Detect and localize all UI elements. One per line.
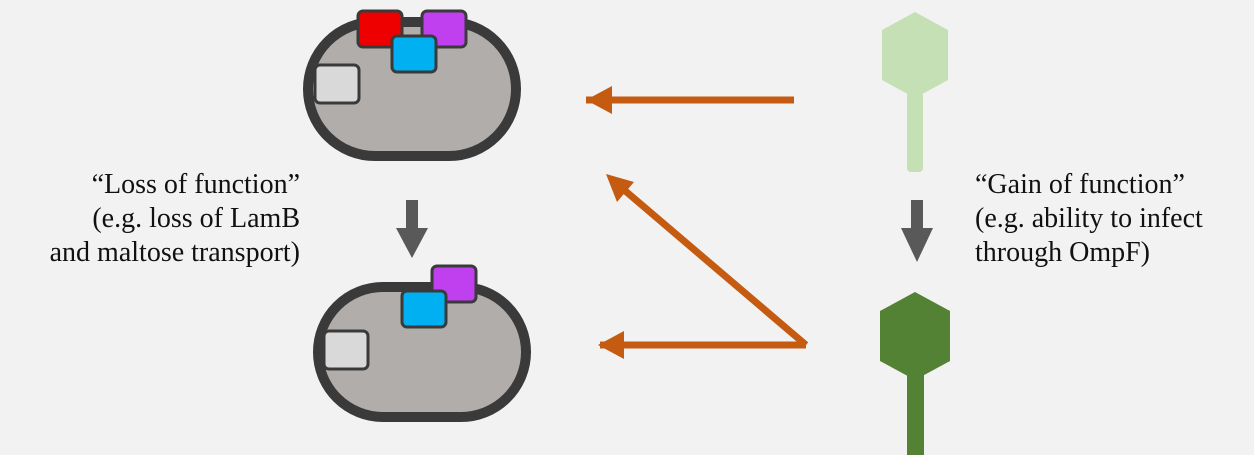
evolved-cell-body: [313, 282, 531, 422]
ancestral-receptor-gray: [313, 63, 361, 105]
loss-label-line3: and maltose transport): [49, 237, 300, 268]
ancestral-phage-tail: [907, 92, 923, 172]
ancestral-cell-icon: [303, 9, 521, 161]
evolved-phage-to-ancestral-cell-arrow: [613, 180, 809, 348]
gain-label-line1: “Gain of function”: [975, 169, 1185, 200]
evolved-phage-icon: [880, 292, 950, 455]
interaction-arrows: [586, 86, 809, 359]
phage-transition-arrow-icon: [901, 200, 933, 262]
evolved-receptor-blue: [400, 289, 448, 329]
loss-of-function-label: “Loss of function” (e.g. loss of LamB an…: [10, 168, 300, 270]
gain-label-line3: through OmpF): [975, 237, 1150, 268]
gain-label-line2: (e.g. ability to infect: [975, 203, 1203, 234]
gain-of-function-label: “Gain of function” (e.g. ability to infe…: [975, 168, 1245, 270]
loss-label-line1: “Loss of function”: [91, 169, 300, 200]
ancestral-cell-body: [303, 17, 521, 161]
evolved-receptor-gray: [322, 329, 370, 371]
cell-transition-arrow-icon: [396, 200, 428, 258]
loss-label-line2: (e.g. loss of LamB: [92, 203, 300, 234]
ancestral-receptor-blue: [390, 34, 438, 74]
ancestral-phage-head: [882, 12, 948, 98]
ancestral-receptor-red: [356, 9, 404, 49]
ancestral-phage-icon: [882, 12, 948, 172]
evolved-phage-tail: [907, 375, 924, 455]
evolved-phage-head: [880, 292, 950, 380]
evolved-cell-icon: [313, 264, 531, 422]
